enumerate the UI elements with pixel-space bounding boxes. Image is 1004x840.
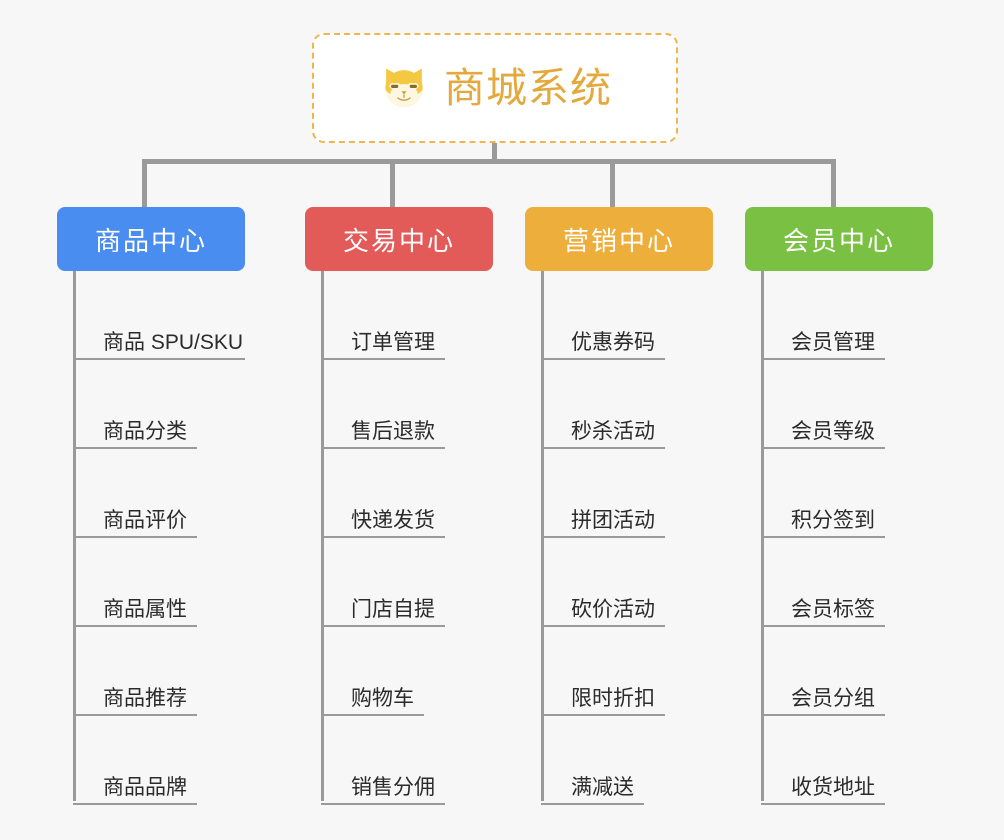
list-item[interactable]: 优惠券码 — [541, 271, 713, 360]
connector-horizontal-bus — [142, 159, 836, 164]
leaf-underline — [73, 447, 197, 449]
leaf-label: 收货地址 — [791, 775, 875, 799]
list-item[interactable]: 门店自提 — [321, 538, 493, 627]
branch-trade-center: 交易中心 订单管理 售后退款 快递发货 门店自提 购物车 — [305, 207, 493, 805]
leaf-label: 销售分佣 — [351, 775, 435, 799]
leaf-underline — [541, 358, 665, 360]
leaf-list-trade-center: 订单管理 售后退款 快递发货 门店自提 购物车 销售分佣 — [321, 271, 493, 805]
list-item[interactable]: 收货地址 — [761, 716, 933, 805]
branch-header-label: 会员中心 — [782, 225, 895, 256]
leaf-underline — [73, 714, 197, 716]
leaf-underline — [73, 536, 197, 538]
leaf-label: 商品推荐 — [103, 686, 187, 710]
leaf-label: 秒杀活动 — [571, 419, 655, 443]
list-item[interactable]: 会员等级 — [761, 360, 933, 449]
root-title: 商城系统 — [444, 64, 612, 111]
list-item[interactable]: 会员分组 — [761, 627, 933, 716]
leaf-underline — [761, 358, 885, 360]
list-item[interactable]: 会员标签 — [761, 538, 933, 627]
leaf-underline — [541, 536, 665, 538]
leaf-label: 会员等级 — [791, 419, 875, 443]
list-item[interactable]: 购物车 — [321, 627, 493, 716]
leaf-underline — [761, 536, 885, 538]
leaf-list-product-center: 商品 SPU/SKU 商品分类 商品评价 商品属性 商品推荐 商品品牌 — [73, 271, 245, 805]
leaf-underline — [761, 714, 885, 716]
leaf-list-member-center: 会员管理 会员等级 积分签到 会员标签 会员分组 收货地址 — [761, 271, 933, 805]
leaf-label: 优惠券码 — [571, 330, 655, 354]
list-item[interactable]: 快递发货 — [321, 449, 493, 538]
list-item[interactable]: 拼团活动 — [541, 449, 713, 538]
leaf-label: 商品分类 — [103, 419, 187, 443]
leaf-label: 商品评价 — [103, 508, 187, 532]
connector-drop-trade-center — [390, 159, 395, 207]
branch-marketing-center: 营销中心 优惠券码 秒杀活动 拼团活动 砍价活动 限时折扣 — [525, 207, 713, 805]
connector-root-stem — [492, 143, 497, 163]
list-item[interactable]: 商品属性 — [73, 538, 245, 627]
leaf-label: 门店自提 — [351, 597, 435, 621]
connector-drop-member-center — [831, 159, 836, 207]
leaf-underline — [321, 625, 445, 627]
connector-drop-marketing-center — [610, 159, 615, 207]
list-item[interactable]: 秒杀活动 — [541, 360, 713, 449]
leaf-label: 商品品牌 — [103, 775, 187, 799]
list-item[interactable]: 商品品牌 — [73, 716, 245, 805]
branch-header-label: 商品中心 — [94, 225, 207, 256]
leaf-label: 售后退款 — [351, 419, 435, 443]
branch-header-product-center[interactable]: 商品中心 — [57, 207, 245, 271]
leaf-underline — [541, 625, 665, 627]
leaf-label: 满减送 — [571, 775, 634, 799]
leaf-label: 积分签到 — [791, 508, 875, 532]
leaf-list-marketing-center: 优惠券码 秒杀活动 拼团活动 砍价活动 限时折扣 满减送 — [541, 271, 713, 805]
connector-drop-product-center — [142, 159, 147, 207]
list-item[interactable]: 积分签到 — [761, 449, 933, 538]
list-item[interactable]: 订单管理 — [321, 271, 493, 360]
leaf-underline — [321, 536, 445, 538]
leaf-underline — [761, 625, 885, 627]
root-node[interactable]: 商城系统 — [312, 33, 678, 143]
branch-product-center: 商品中心 商品 SPU/SKU 商品分类 商品评价 商品属性 商品推荐 — [57, 207, 245, 805]
list-item[interactable]: 满减送 — [541, 716, 713, 805]
leaf-label: 订单管理 — [351, 330, 435, 354]
leaf-underline — [761, 447, 885, 449]
leaf-underline — [73, 803, 197, 805]
leaf-label: 会员管理 — [791, 330, 875, 354]
leaf-label: 砍价活动 — [571, 597, 655, 621]
leaf-label: 商品属性 — [103, 597, 187, 621]
leaf-underline — [73, 358, 245, 360]
branch-header-marketing-center[interactable]: 营销中心 — [525, 207, 713, 271]
leaf-label: 商品 SPU/SKU — [103, 330, 244, 354]
branch-header-trade-center[interactable]: 交易中心 — [305, 207, 493, 271]
leaf-underline — [761, 803, 885, 805]
branch-header-member-center[interactable]: 会员中心 — [745, 207, 933, 271]
list-item[interactable]: 商品 SPU/SKU — [73, 271, 245, 360]
leaf-label: 限时折扣 — [571, 686, 655, 710]
list-item[interactable]: 商品分类 — [73, 360, 245, 449]
list-item[interactable]: 限时折扣 — [541, 627, 713, 716]
leaf-underline — [73, 625, 197, 627]
leaf-underline — [321, 714, 424, 716]
branch-header-label: 营销中心 — [562, 225, 675, 256]
branch-header-label: 交易中心 — [342, 225, 455, 256]
leaf-label: 会员标签 — [791, 597, 875, 621]
leaf-label: 购物车 — [351, 686, 414, 710]
list-item[interactable]: 销售分佣 — [321, 716, 493, 805]
leaf-underline — [541, 714, 665, 716]
leaf-underline — [541, 803, 644, 805]
leaf-underline — [541, 447, 665, 449]
leaf-label: 拼团活动 — [571, 508, 655, 532]
branch-member-center: 会员中心 会员管理 会员等级 积分签到 会员标签 会员分组 — [745, 207, 933, 805]
list-item[interactable]: 商品评价 — [73, 449, 245, 538]
shiba-dog-face-icon — [385, 68, 423, 108]
leaf-underline — [321, 803, 445, 805]
leaf-label: 快递发货 — [351, 508, 435, 532]
list-item[interactable]: 售后退款 — [321, 360, 493, 449]
list-item[interactable]: 砍价活动 — [541, 538, 713, 627]
leaf-underline — [321, 447, 445, 449]
list-item[interactable]: 商品推荐 — [73, 627, 245, 716]
list-item[interactable]: 会员管理 — [761, 271, 933, 360]
leaf-underline — [321, 358, 445, 360]
leaf-label: 会员分组 — [791, 686, 875, 710]
